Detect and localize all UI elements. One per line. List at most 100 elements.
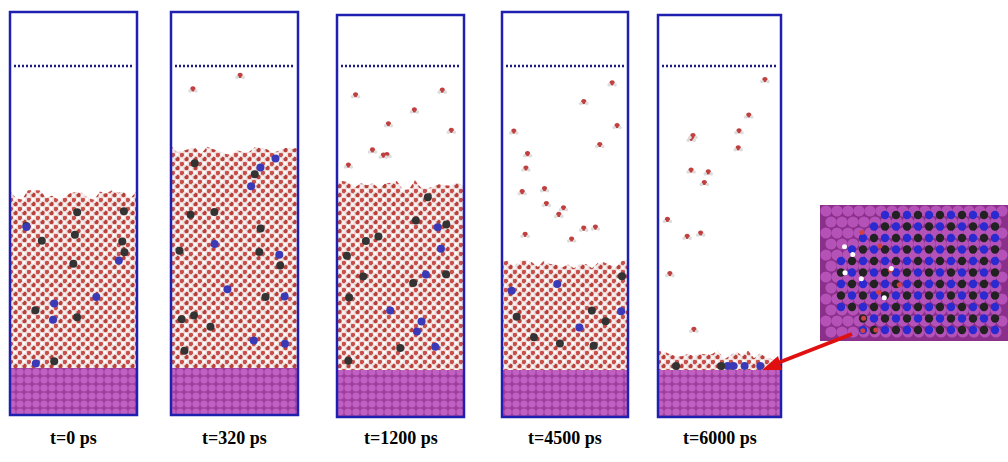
box-frame (171, 12, 298, 415)
adsorbed-particle (870, 234, 878, 242)
surface-atom (825, 260, 836, 271)
adsorbed-particle (881, 257, 889, 265)
adsorbed-particle (914, 326, 922, 334)
adsorbed-particle (936, 268, 944, 276)
adsorbed-particle (892, 234, 900, 242)
vapor-molecule (443, 90, 447, 94)
pointer-arrow (775, 334, 852, 364)
adsorbed-particle (958, 234, 966, 242)
adsorbed-particle (914, 314, 922, 322)
adsorbed-particle (892, 326, 900, 334)
solute-particle (588, 307, 596, 315)
surface-atom (869, 326, 880, 337)
solute-particle (276, 262, 284, 270)
solute-particle (22, 223, 30, 231)
vapor-molecule (416, 110, 420, 114)
adsorbed-particle (903, 291, 911, 299)
solute-particle (386, 307, 394, 315)
adsorbed-particle (980, 303, 988, 311)
surface-atom (836, 238, 847, 249)
vapor-molecule (554, 215, 558, 219)
solute-particle (50, 300, 58, 308)
adsorbed-particle (881, 268, 889, 276)
adsorbed-particle (881, 291, 889, 299)
adsorbed-particle (903, 211, 911, 219)
adsorbed-particle (914, 291, 922, 299)
dotted-level (341, 65, 460, 68)
solute-particle (717, 362, 725, 370)
vapor-molecule (540, 189, 544, 193)
vapor-molecule (542, 204, 546, 208)
solute-particle (50, 357, 58, 365)
surface-atom (946, 326, 957, 337)
adsorbed-particle (969, 245, 977, 253)
solute-particle (359, 273, 367, 281)
solute-particle (590, 342, 598, 350)
adsorbed-particle (936, 222, 944, 230)
vapor-molecule (665, 274, 669, 278)
surface-molecule (877, 243, 882, 248)
dotted-level (506, 65, 624, 68)
adsorbed-particle (914, 222, 922, 230)
surface-atom (825, 326, 836, 337)
adsorbed-particle (892, 303, 900, 311)
box-frame (10, 12, 137, 415)
adsorbed-particle (925, 268, 933, 276)
adsorbed-particle (980, 280, 988, 288)
adsorbed-particle (903, 268, 911, 276)
adsorbed-particle (914, 211, 922, 219)
surface-molecule (859, 230, 864, 235)
adsorbed-particle (870, 245, 878, 253)
solute-particle (92, 293, 100, 301)
adsorbed-particle (936, 245, 944, 253)
adsorbed-particle (859, 245, 867, 253)
solute-particle (618, 272, 626, 280)
solute-particle (602, 317, 610, 325)
solute-particle (73, 313, 81, 321)
solute-particle (442, 270, 450, 278)
adsorbed-particle (958, 211, 966, 219)
time-label: t=1200 ps (364, 428, 438, 449)
vapor-molecule (384, 124, 388, 128)
adsorbed-particle (991, 314, 999, 322)
surface-atom (831, 227, 842, 238)
vapor-molecule (546, 189, 550, 193)
vapor-molecule (607, 83, 611, 87)
vapor-molecule (390, 124, 394, 128)
vapor-molecule (703, 172, 707, 176)
solute-particle (756, 362, 764, 370)
vapor-molecule (696, 233, 700, 237)
arrow-head (762, 356, 782, 370)
adsorbed-particle (969, 303, 977, 311)
solute-particle (409, 279, 417, 287)
adsorbed-particle (958, 280, 966, 288)
vapor-molecule (702, 233, 706, 237)
solute-particle (31, 306, 39, 314)
substrate (337, 370, 464, 417)
surface-atom (913, 326, 924, 337)
vapor-molecule (709, 172, 713, 176)
solute-particle (178, 315, 186, 323)
adsorbed-particle (870, 314, 878, 322)
adsorbed-particle (947, 280, 955, 288)
solute-particle (120, 207, 128, 215)
adsorbed-particle (870, 257, 878, 265)
vapor-molecule (663, 220, 667, 224)
surface-atom (858, 326, 869, 337)
surface-atom (880, 326, 891, 337)
vapor-molecule (573, 239, 577, 243)
surface-atom (968, 326, 979, 337)
dotted-level (175, 65, 294, 68)
adsorbed-particle (848, 291, 856, 299)
adsorbed-particle (859, 268, 867, 276)
surface-atom (825, 216, 836, 227)
surface-atom (957, 326, 968, 337)
adsorbed-particle (848, 268, 856, 276)
vapor-molecule (565, 208, 569, 212)
adsorbed-particle (991, 222, 999, 230)
solute-particle (210, 208, 218, 216)
adsorbed-particle (980, 257, 988, 265)
adsorbed-particle (991, 326, 999, 334)
adsorbed-particle (925, 211, 933, 219)
